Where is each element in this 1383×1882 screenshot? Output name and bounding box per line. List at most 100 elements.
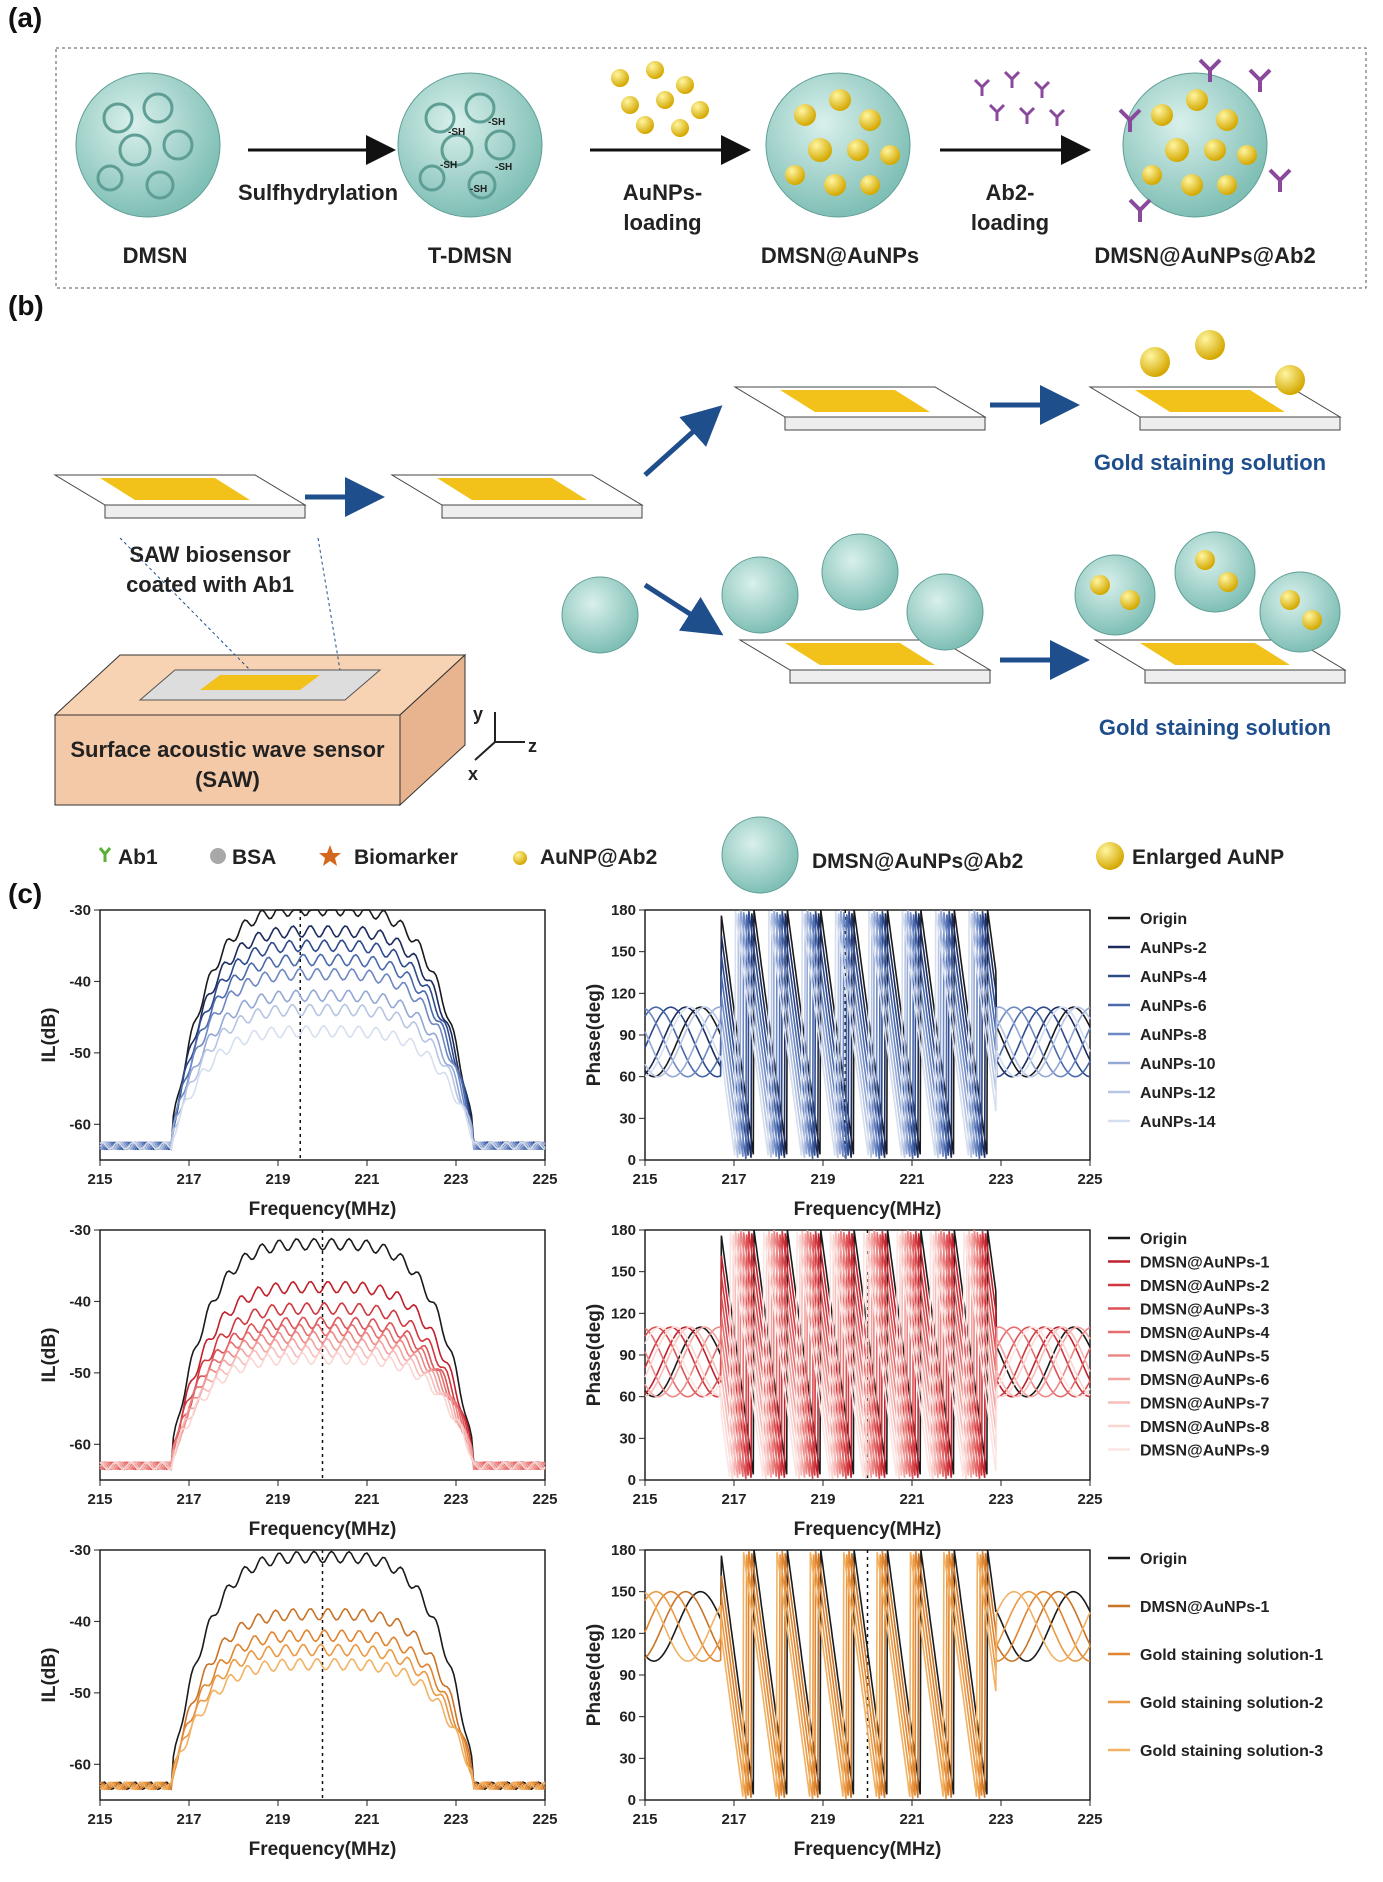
label-t-dmsn: T-DMSN bbox=[427, 243, 513, 268]
x-tick-label: 225 bbox=[532, 1811, 557, 1828]
x-tick-label: 217 bbox=[721, 1811, 746, 1828]
legend-label: AuNPs-6 bbox=[1140, 998, 1207, 1015]
y-axis-label: Phase(deg) bbox=[584, 1304, 605, 1406]
legend-label: Gold staining solution-3 bbox=[1140, 1743, 1323, 1760]
y-tick-label: -50 bbox=[69, 1365, 91, 1382]
y-tick-label: -40 bbox=[69, 973, 91, 990]
saw-sensor-label: Surface acoustic wave sensor (SAW) bbox=[70, 737, 385, 792]
series-line bbox=[99, 1003, 546, 1151]
legend-label: DMSN@AuNPs-6 bbox=[1140, 1372, 1269, 1389]
enlarged-aunp-legend-icon bbox=[1096, 842, 1124, 870]
series-line bbox=[99, 909, 546, 1151]
series-line bbox=[644, 910, 1091, 1156]
x-axis-label: Frequency(MHz) bbox=[249, 1839, 397, 1860]
series-line bbox=[644, 1234, 1091, 1480]
series-line bbox=[99, 1337, 546, 1471]
x-tick-label: 225 bbox=[532, 1491, 557, 1508]
y-tick-label: 120 bbox=[611, 1625, 636, 1642]
saw-sensor-device bbox=[53, 653, 467, 807]
legend-aunp-ab2: AuNP@Ab2 bbox=[540, 846, 657, 869]
x-tick-label: 221 bbox=[354, 1171, 379, 1188]
x-tick-label: 221 bbox=[354, 1811, 379, 1828]
plot-frame bbox=[99, 909, 546, 1161]
bsa-legend-icon bbox=[210, 848, 226, 864]
x-axis-label: Frequency(MHz) bbox=[794, 1519, 942, 1540]
axis-y-label: y bbox=[473, 704, 483, 724]
legend-label: AuNPs-8 bbox=[1140, 1027, 1207, 1044]
series-line bbox=[644, 913, 1091, 1158]
x-axis-label: Frequency(MHz) bbox=[249, 1519, 397, 1540]
legend-label: AuNPs-4 bbox=[1140, 969, 1207, 986]
y-tick-label: 90 bbox=[619, 1347, 636, 1364]
legend-label: DMSN@AuNPs-5 bbox=[1140, 1349, 1269, 1366]
label-dmsn-aunps-ab2: DMSN@AuNPs@Ab2 bbox=[1094, 243, 1316, 268]
x-tick-label: 219 bbox=[810, 1811, 835, 1828]
svg-text:-SH: -SH bbox=[440, 160, 457, 171]
y-tick-label: 180 bbox=[611, 1222, 636, 1239]
panel-a-frame bbox=[55, 47, 1367, 289]
x-tick-label: 225 bbox=[1077, 1491, 1102, 1508]
series-line bbox=[99, 1280, 546, 1471]
y-tick-label: 60 bbox=[619, 1069, 636, 1086]
label-ab2-loading: Ab2- loading bbox=[970, 180, 1050, 235]
saw-biosensor-caption: SAW biosensor coated with Ab1 bbox=[126, 542, 294, 597]
x-tick-label: 223 bbox=[443, 1491, 468, 1508]
series-line bbox=[644, 909, 1091, 1155]
x-tick-label: 219 bbox=[265, 1491, 290, 1508]
series-line bbox=[644, 1232, 1091, 1477]
svg-text:-SH: -SH bbox=[470, 184, 487, 195]
series-line bbox=[99, 1607, 546, 1791]
dmsn-aunps-particle bbox=[765, 72, 911, 218]
x-tick-label: 215 bbox=[632, 1171, 657, 1188]
slide-3 bbox=[733, 386, 987, 431]
dmsn-aunps-ab2-particle bbox=[1118, 58, 1292, 222]
y-axis-label: Phase(deg) bbox=[584, 1624, 605, 1726]
x-tick-label: 215 bbox=[87, 1811, 112, 1828]
axis-z-label: z bbox=[528, 736, 537, 756]
legend-label: Origin bbox=[1140, 1551, 1187, 1568]
x-tick-label: 221 bbox=[899, 1171, 924, 1188]
y-tick-label: 150 bbox=[611, 944, 636, 961]
x-axis-label: Frequency(MHz) bbox=[794, 1199, 942, 1220]
y-tick-label: -40 bbox=[69, 1613, 91, 1630]
gold-staining-label-top: Gold staining solution bbox=[1093, 450, 1327, 475]
series-line bbox=[644, 910, 1091, 1156]
axes-glyph bbox=[474, 712, 525, 761]
y-tick-label: 30 bbox=[619, 1430, 636, 1447]
legend-label: DMSN@AuNPs-3 bbox=[1140, 1302, 1269, 1319]
x-tick-label: 221 bbox=[899, 1811, 924, 1828]
x-tick-label: 219 bbox=[265, 1171, 290, 1188]
series-line bbox=[99, 1237, 546, 1471]
y-tick-label: 30 bbox=[619, 1750, 636, 1767]
dmsn-aunps-ab2-legend-icon bbox=[721, 816, 799, 894]
x-tick-label: 217 bbox=[721, 1491, 746, 1508]
x-axis-label: Frequency(MHz) bbox=[794, 1839, 942, 1860]
x-tick-label: 221 bbox=[899, 1491, 924, 1508]
label-aunps-loading: AuNPs- loading bbox=[622, 180, 703, 235]
x-tick-label: 225 bbox=[1077, 1811, 1102, 1828]
panel-c-label: (c) bbox=[8, 878, 43, 909]
x-tick-label: 219 bbox=[810, 1491, 835, 1508]
x-tick-label: 219 bbox=[265, 1811, 290, 1828]
legend-row: Ab1 BSA Biomarker AuNP@Ab2 DMSN@AuNPs@Ab… bbox=[98, 816, 1284, 894]
aunp-ab2-legend-icon bbox=[513, 851, 527, 865]
x-tick-label: 215 bbox=[632, 1491, 657, 1508]
ab2-cluster bbox=[973, 70, 1066, 126]
series-line bbox=[644, 909, 1091, 1155]
legend-label: AuNPs-12 bbox=[1140, 1085, 1216, 1102]
legend-ab1: Ab1 bbox=[118, 846, 158, 869]
x-tick-label: 225 bbox=[532, 1171, 557, 1188]
y-tick-label: 150 bbox=[611, 1264, 636, 1281]
y-axis-label: IL(dB) bbox=[39, 1648, 60, 1703]
slide-6 bbox=[1074, 531, 1347, 684]
process-arrows bbox=[305, 385, 1090, 680]
legend-label: DMSN@AuNPs-8 bbox=[1140, 1419, 1269, 1436]
sh-groups: -SH -SH -SH -SH -SH bbox=[440, 117, 512, 195]
slide-2 bbox=[390, 474, 644, 519]
y-axis-label: Phase(deg) bbox=[584, 984, 605, 1086]
svg-text:-SH: -SH bbox=[448, 127, 465, 138]
gold-staining-label-bottom: Gold staining solution bbox=[1098, 715, 1332, 740]
